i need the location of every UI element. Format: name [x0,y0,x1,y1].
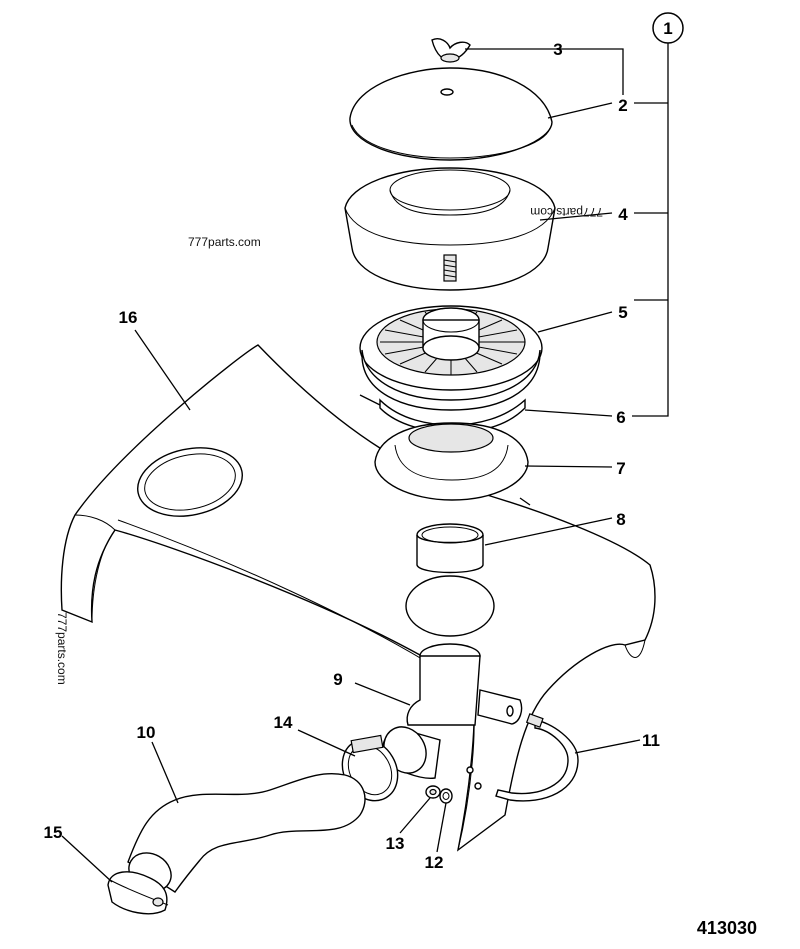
callout-13: 13 [386,834,405,853]
callout-3: 3 [553,40,562,59]
callout-6: 6 [616,408,625,427]
callout-labels: 1 2 3 4 5 6 7 8 9 10 11 12 13 14 15 16 [44,19,673,872]
callout-2: 2 [618,96,627,115]
part-9-intake-elbow [382,643,523,779]
part-12-washer [439,788,453,804]
leader-lines [61,38,669,883]
drawing-code: 413030 [697,918,757,938]
watermark-1: 777parts.com [188,235,261,249]
part-11-bracket [495,713,579,802]
callout-16: 16 [119,308,138,327]
callout-circle-1 [652,12,684,44]
part-2-cover-lid [349,67,553,161]
part-8-sleeve [416,523,484,574]
callout-15: 15 [44,823,63,842]
part-4-filter-bowl [344,167,556,291]
callout-11: 11 [642,731,660,750]
callout-5: 5 [618,303,627,322]
callout-10: 10 [137,723,156,742]
part-10-hose [127,773,366,893]
callout-8: 8 [616,510,625,529]
part-3-wing-nut [431,38,471,63]
callout-7: 7 [616,459,625,478]
gasket-ring [405,575,495,637]
watermark-3: 777parts.com [530,205,603,219]
part-15-cap [107,871,169,915]
callout-1: 1 [663,19,672,38]
callout-4: 4 [618,205,628,224]
watermark-2: 777parts.com [55,612,69,685]
part-5-filter-element [359,305,543,411]
part-13-screw [425,785,441,799]
part-7-base [374,422,529,501]
callout-12: 12 [425,853,444,872]
callout-14: 14 [274,713,293,732]
callout-9: 9 [333,670,342,689]
part-16-shroud [60,344,656,852]
